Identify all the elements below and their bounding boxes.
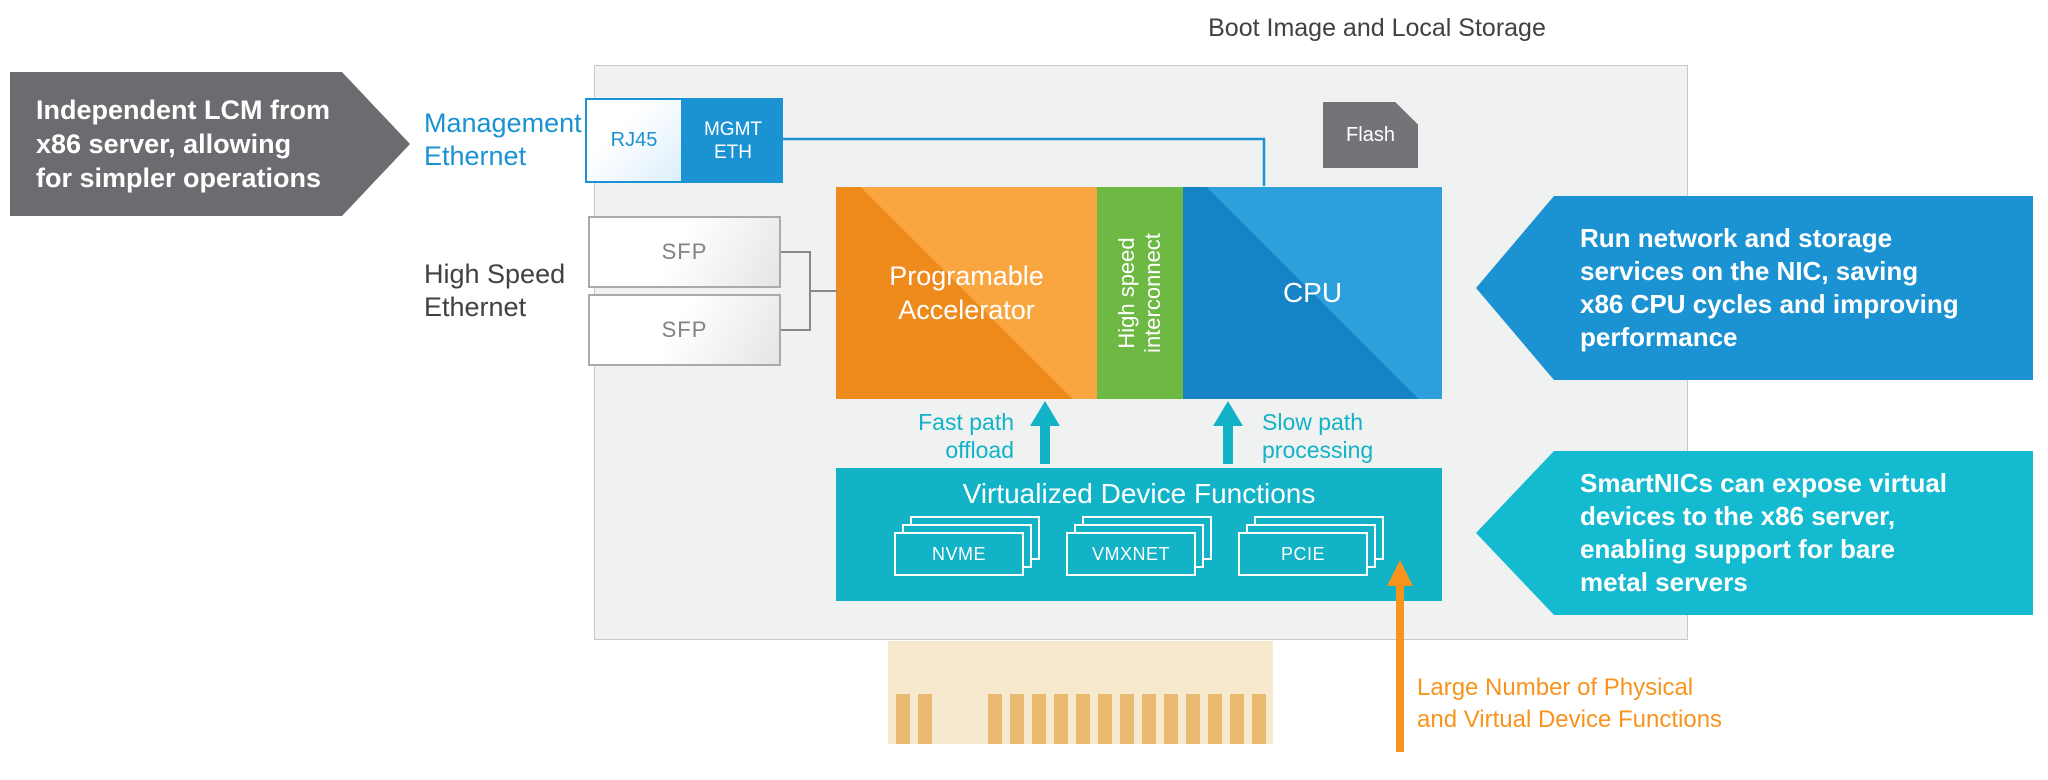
edge-connector-stripes <box>888 641 1273 744</box>
mgmt-eth-port: MGMT ETH <box>683 98 783 183</box>
vdf-card-pcie: PCIE <box>1238 532 1368 576</box>
connector-pin <box>1010 694 1024 744</box>
connector-pin <box>1054 694 1068 744</box>
connector-pin <box>1252 694 1266 744</box>
connector-pin <box>988 694 1002 744</box>
programmable-accelerator-block: Programable Accelerator <box>836 187 1097 399</box>
sfp-port-bottom: SFP <box>588 294 781 366</box>
vdf-card-vmxnet: VMXNET <box>1066 532 1196 576</box>
connector-pin <box>1230 694 1244 744</box>
vdf-card-stacks: NVME VMXNET PCIE <box>836 516 1442 576</box>
connector-pin <box>1098 694 1112 744</box>
flash-chip: Flash <box>1323 102 1418 168</box>
callout-independent-lcm: Independent LCM from x86 server, allowin… <box>10 72 410 216</box>
high-speed-ethernet-label: High Speed Ethernet <box>424 259 566 322</box>
vdf-card-stack-nvme: NVME <box>894 516 1040 576</box>
vdf-card-stack-vmxnet: VMXNET <box>1066 516 1212 576</box>
vdf-card-stack-pcie: PCIE <box>1238 516 1384 576</box>
connector-pin <box>896 694 910 744</box>
fast-path-offload-label: Fast path offload <box>918 409 1014 463</box>
device-functions-label: Large Number of Physical and Virtual Dev… <box>1417 674 1723 733</box>
callout-network-storage-services: Run network and storage services on the … <box>1476 196 2033 380</box>
sfp-port-top: SFP <box>588 216 781 288</box>
connector-pin <box>1076 694 1090 744</box>
connector-pin <box>1164 694 1178 744</box>
vdf-card-nvme: NVME <box>894 532 1024 576</box>
connector-pin <box>1186 694 1200 744</box>
virtualized-device-functions-block: Virtualized Device Functions NVME VMXNET… <box>836 468 1442 601</box>
connector-pin <box>1208 694 1222 744</box>
connector-pin <box>1120 694 1134 744</box>
rj45-port: RJ45 <box>585 98 683 183</box>
pcie-edge-connector <box>888 641 1273 744</box>
callout-smartnic-virtual-devices: SmartNICs can expose virtual devices to … <box>1476 451 2033 615</box>
high-speed-interconnect-block: High speed interconnect <box>1097 187 1183 399</box>
connector-pin <box>918 694 932 744</box>
management-ethernet-label: Management Ethernet <box>424 108 582 171</box>
slow-path-processing-label: Slow path processing <box>1262 409 1374 463</box>
connector-pin <box>1142 694 1156 744</box>
connector-pin <box>1032 694 1046 744</box>
cpu-block: CPU <box>1183 187 1442 399</box>
vdf-title: Virtualized Device Functions <box>962 478 1316 509</box>
high-speed-interconnect-label: High speed interconnect <box>1114 233 1165 353</box>
diagram-title: Boot Image and Local Storage <box>1208 14 1546 42</box>
